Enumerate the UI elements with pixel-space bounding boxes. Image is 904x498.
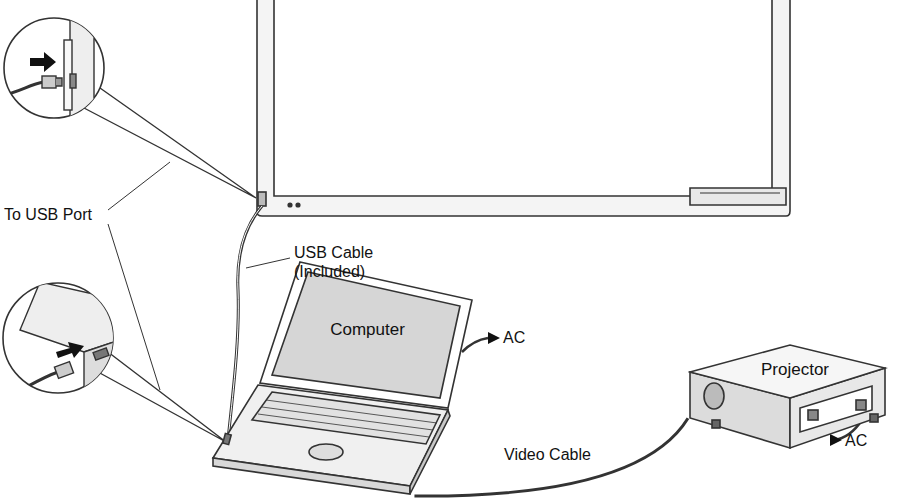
ac-cable xyxy=(462,332,500,352)
laptop-computer-outline xyxy=(205,258,500,496)
leader-line xyxy=(246,258,290,268)
cable-label: Video Cable xyxy=(502,445,593,464)
leader-line xyxy=(108,162,170,210)
leader-line xyxy=(108,224,160,390)
callout-bubble xyxy=(0,282,226,442)
whiteboard xyxy=(257,0,790,216)
device-name: Computer xyxy=(305,320,430,340)
laptop-computer: Computer xyxy=(205,258,500,496)
power-label: AC xyxy=(503,328,525,347)
callout-bubble xyxy=(0,10,256,198)
device-name: Projector xyxy=(740,360,850,380)
callout-label: To USB Port xyxy=(4,205,92,224)
power-label: AC xyxy=(845,431,867,450)
video-cable xyxy=(414,418,688,496)
cable-label: USB Cable (Included) xyxy=(294,243,414,281)
